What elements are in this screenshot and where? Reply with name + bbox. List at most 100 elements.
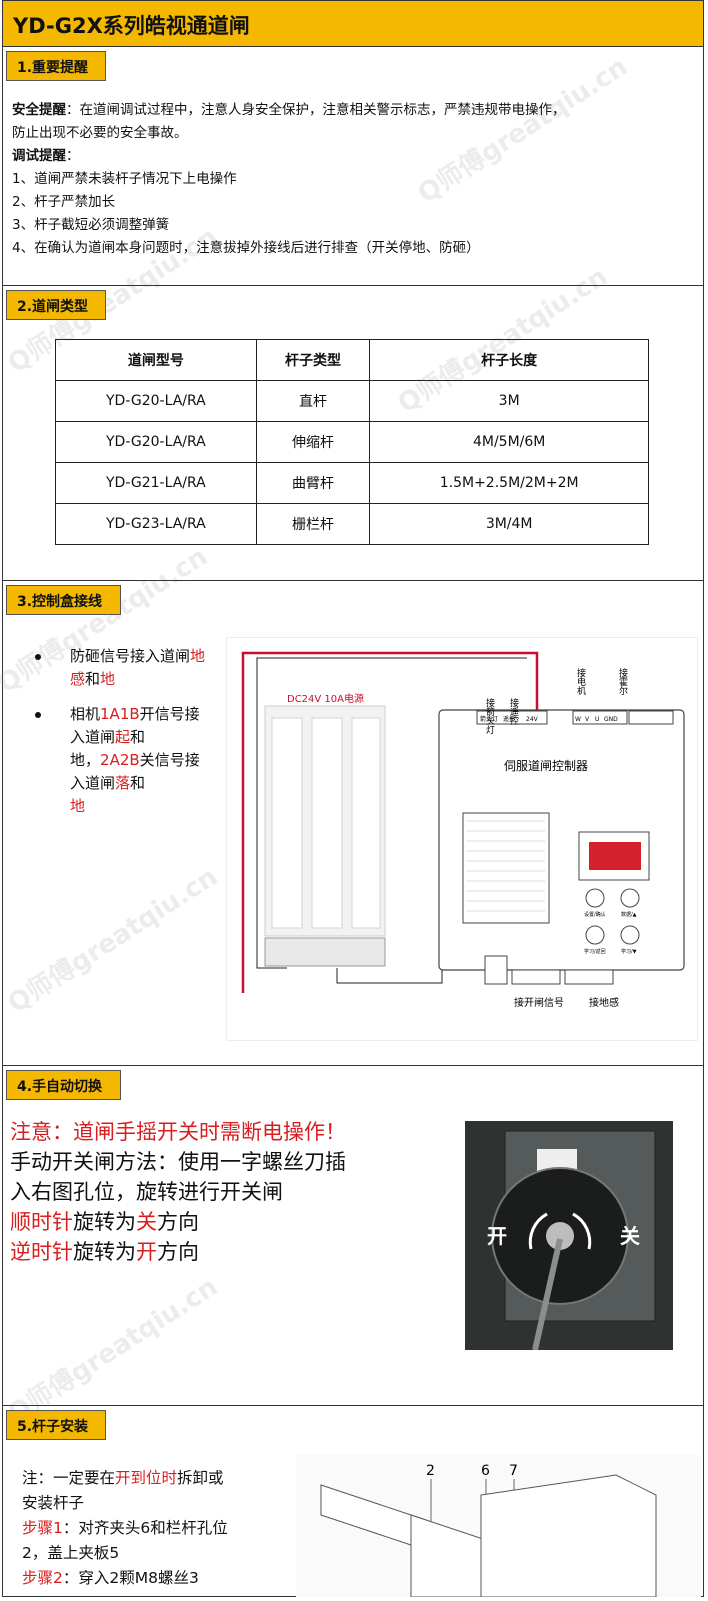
section-5-header: 5.杆子安装 [6, 1410, 106, 1440]
motor-photo-svg: 开 关 [465, 1121, 673, 1350]
table-row: YD-G20-LA/RA 直杆 3M [55, 380, 649, 422]
hand-crank-hole-icon [546, 1222, 574, 1250]
term-w: W [575, 716, 581, 723]
section-divider [2, 285, 704, 286]
list-item: 防砸信号接入道闸地感和地 [30, 645, 210, 691]
ccw-arrow-icon [528, 1212, 548, 1250]
column-header: 杆子类型 [255, 339, 371, 381]
pole-length-cell: 1.5M+2.5M/2M+2M [369, 462, 649, 504]
set-button-icon [585, 888, 605, 908]
terminal-block-top [476, 710, 548, 725]
cw-arrow-icon [572, 1212, 592, 1250]
photo-open-label: 开 [487, 1224, 507, 1248]
term-gnd: GND [604, 716, 618, 723]
btn-learn-label: 学习/返回 [584, 948, 606, 955]
motor-terminal [572, 710, 628, 725]
wiring-diagram-svg: DC24V 10A电源 伺服道闸控制器 设置/确认 数据/▲ 学习/返回 学习/… [241, 651, 685, 1009]
psu-label: DC24V 10A电源 [287, 692, 364, 705]
method-line: 入右图孔位，旋转进行开关闸 [10, 1180, 283, 1204]
term-light: 箭头灯 [480, 715, 498, 723]
pole-install-svg: 2 6 7 [296, 1455, 701, 1598]
pole-install-notes: 注：一定要在开到位时拆卸或 安装杆子 步骤1：对齐夹头6和栏杆孔位 2，盖上夹板… [22, 1469, 228, 1587]
section-1-header: 1.重要提醒 [6, 51, 106, 81]
pole-length-cell: 3M [369, 380, 649, 422]
callout-2: 2 [426, 1463, 435, 1479]
table-header-row: 道闸型号 杆子类型 杆子长度 [55, 339, 649, 381]
motor-photo: 开 关 [465, 1121, 673, 1350]
terminal-block-bottom [564, 969, 614, 985]
debug-item: 3、杆子截短必须调整弹簧 [12, 217, 170, 233]
controller-title: 伺服道闸控制器 [504, 759, 588, 773]
section-divider [2, 1065, 704, 1066]
pole-length-cell: 4M/5M/6M [369, 421, 649, 463]
label-light: 接箭头灯 [484, 697, 495, 735]
wiring-notes: 防砸信号接入道闸地感和地 相机1A1B开信号接入道闸起和地，2A2B关信号接入道… [30, 645, 210, 830]
label-encoder: 接霍尔 [617, 667, 628, 695]
title-bar: YD-G2X系列皓视通道闸 [2, 0, 704, 47]
term-remote: 遥控 [503, 715, 515, 723]
counterclockwise-line: 逆时针旋转为开方向 [10, 1240, 199, 1264]
label-remote: 接遥控 [508, 697, 519, 726]
page-title: YD-G2X系列皓视通道闸 [13, 14, 250, 38]
model-cell: YD-G21-LA/RA [55, 462, 257, 504]
parameter-lines [467, 820, 545, 912]
screwdriver-icon [532, 1238, 563, 1350]
section-divider [2, 1405, 704, 1406]
bottom-ground-label: 接地感 [589, 996, 619, 1009]
table-row: YD-G20-LA/RA 伸缩杆 4M/5M/6M [55, 421, 649, 463]
section-3-header: 3.控制盒接线 [6, 585, 121, 615]
pole-type-cell: 直杆 [255, 380, 371, 422]
pole-type-cell: 栅栏杆 [255, 503, 371, 545]
bottom-signal-label: 接开闸信号 [514, 996, 564, 1009]
section-4-header: 4.手自动切换 [6, 1070, 121, 1100]
manual-switch-text: 注意：道闸手摇开关时需断电操作！ 手动开关闸方法：使用一字螺丝刀插 入右图孔位，… [10, 1117, 346, 1267]
down-button-icon [620, 925, 640, 945]
black-wire [256, 657, 527, 969]
callout-6: 6 [481, 1463, 490, 1479]
table-row: YD-G21-LA/RA 曲臂杆 1.5M+2.5M/2M+2M [55, 462, 649, 504]
warning-line: 注意：道闸手摇开关时需断电操作！ [10, 1120, 346, 1144]
section-2-header: 2.道闸类型 [6, 290, 106, 320]
debug-item: 1、道闸严禁未装杆子情况下上电操作 [12, 171, 237, 187]
column-header: 杆子长度 [369, 339, 649, 381]
bullet-dot [35, 654, 41, 660]
terminal-block-bottom [484, 955, 508, 985]
pole-type-cell: 伸缩杆 [255, 421, 371, 463]
wiring-diagram: DC24V 10A电源 伺服道闸控制器 设置/确认 数据/▲ 学习/返回 学习/… [226, 637, 698, 1041]
term-u: U [595, 716, 599, 723]
photo-close-label: 关 [620, 1224, 640, 1248]
clockwise-line: 顺时针旋转为关方向 [10, 1210, 199, 1234]
safety-label: 安全提醒 [12, 102, 66, 118]
up-button-icon [620, 888, 640, 908]
callout-7: 7 [509, 1463, 518, 1479]
section-1-body: 安全提醒：在道闸调试过程中，注意人身安全保护，注意相关警示标志，严禁违规带电操作… [12, 99, 702, 260]
led-display [589, 842, 641, 870]
debug-item: 4、在确认为道闸本身问题时，注意拔掉外接线后进行排查（开关停地、防砸） [12, 240, 480, 256]
safety-text-2: 防止出现不必要的安全事故。 [12, 125, 188, 141]
pole-type-cell: 曲臂杆 [255, 462, 371, 504]
term-24v: 24V [526, 716, 539, 723]
btn-down-label: 学习/▼ [621, 948, 637, 955]
terminal-block-bottom [511, 969, 561, 985]
column-header: 道闸型号 [55, 339, 257, 381]
gate-types-table: 道闸型号 杆子类型 杆子长度 YD-G20-LA/RA 直杆 3M YD-G20… [55, 339, 649, 545]
red-wire [241, 651, 539, 993]
term-v: V [585, 716, 590, 723]
label-motor: 接电机 [575, 667, 586, 696]
section-divider [2, 580, 704, 581]
psu-vents [271, 717, 381, 929]
model-cell: YD-G20-LA/RA [55, 421, 257, 463]
safety-text: ：在道闸调试过程中，注意人身安全保护，注意相关警示标志，严禁违规带电操作， [66, 102, 566, 118]
pole-length-cell: 3M/4M [369, 503, 649, 545]
step-label: 步骤2 [22, 1569, 63, 1587]
learn-button-icon [585, 925, 605, 945]
pole-install-drawing: 2 6 7 [296, 1455, 701, 1598]
method-line: 手动开关闸方法：使用一字螺丝刀插 [10, 1150, 346, 1174]
debug-item: 2、杆子严禁加长 [12, 194, 116, 210]
step-label: 步骤1 [22, 1519, 63, 1537]
psu-terminals [264, 937, 386, 967]
hall-terminal [628, 710, 674, 725]
btn-up-label: 数据/▲ [621, 911, 637, 918]
model-cell: YD-G23-LA/RA [55, 503, 257, 545]
btn-set-label: 设置/确认 [584, 911, 606, 918]
